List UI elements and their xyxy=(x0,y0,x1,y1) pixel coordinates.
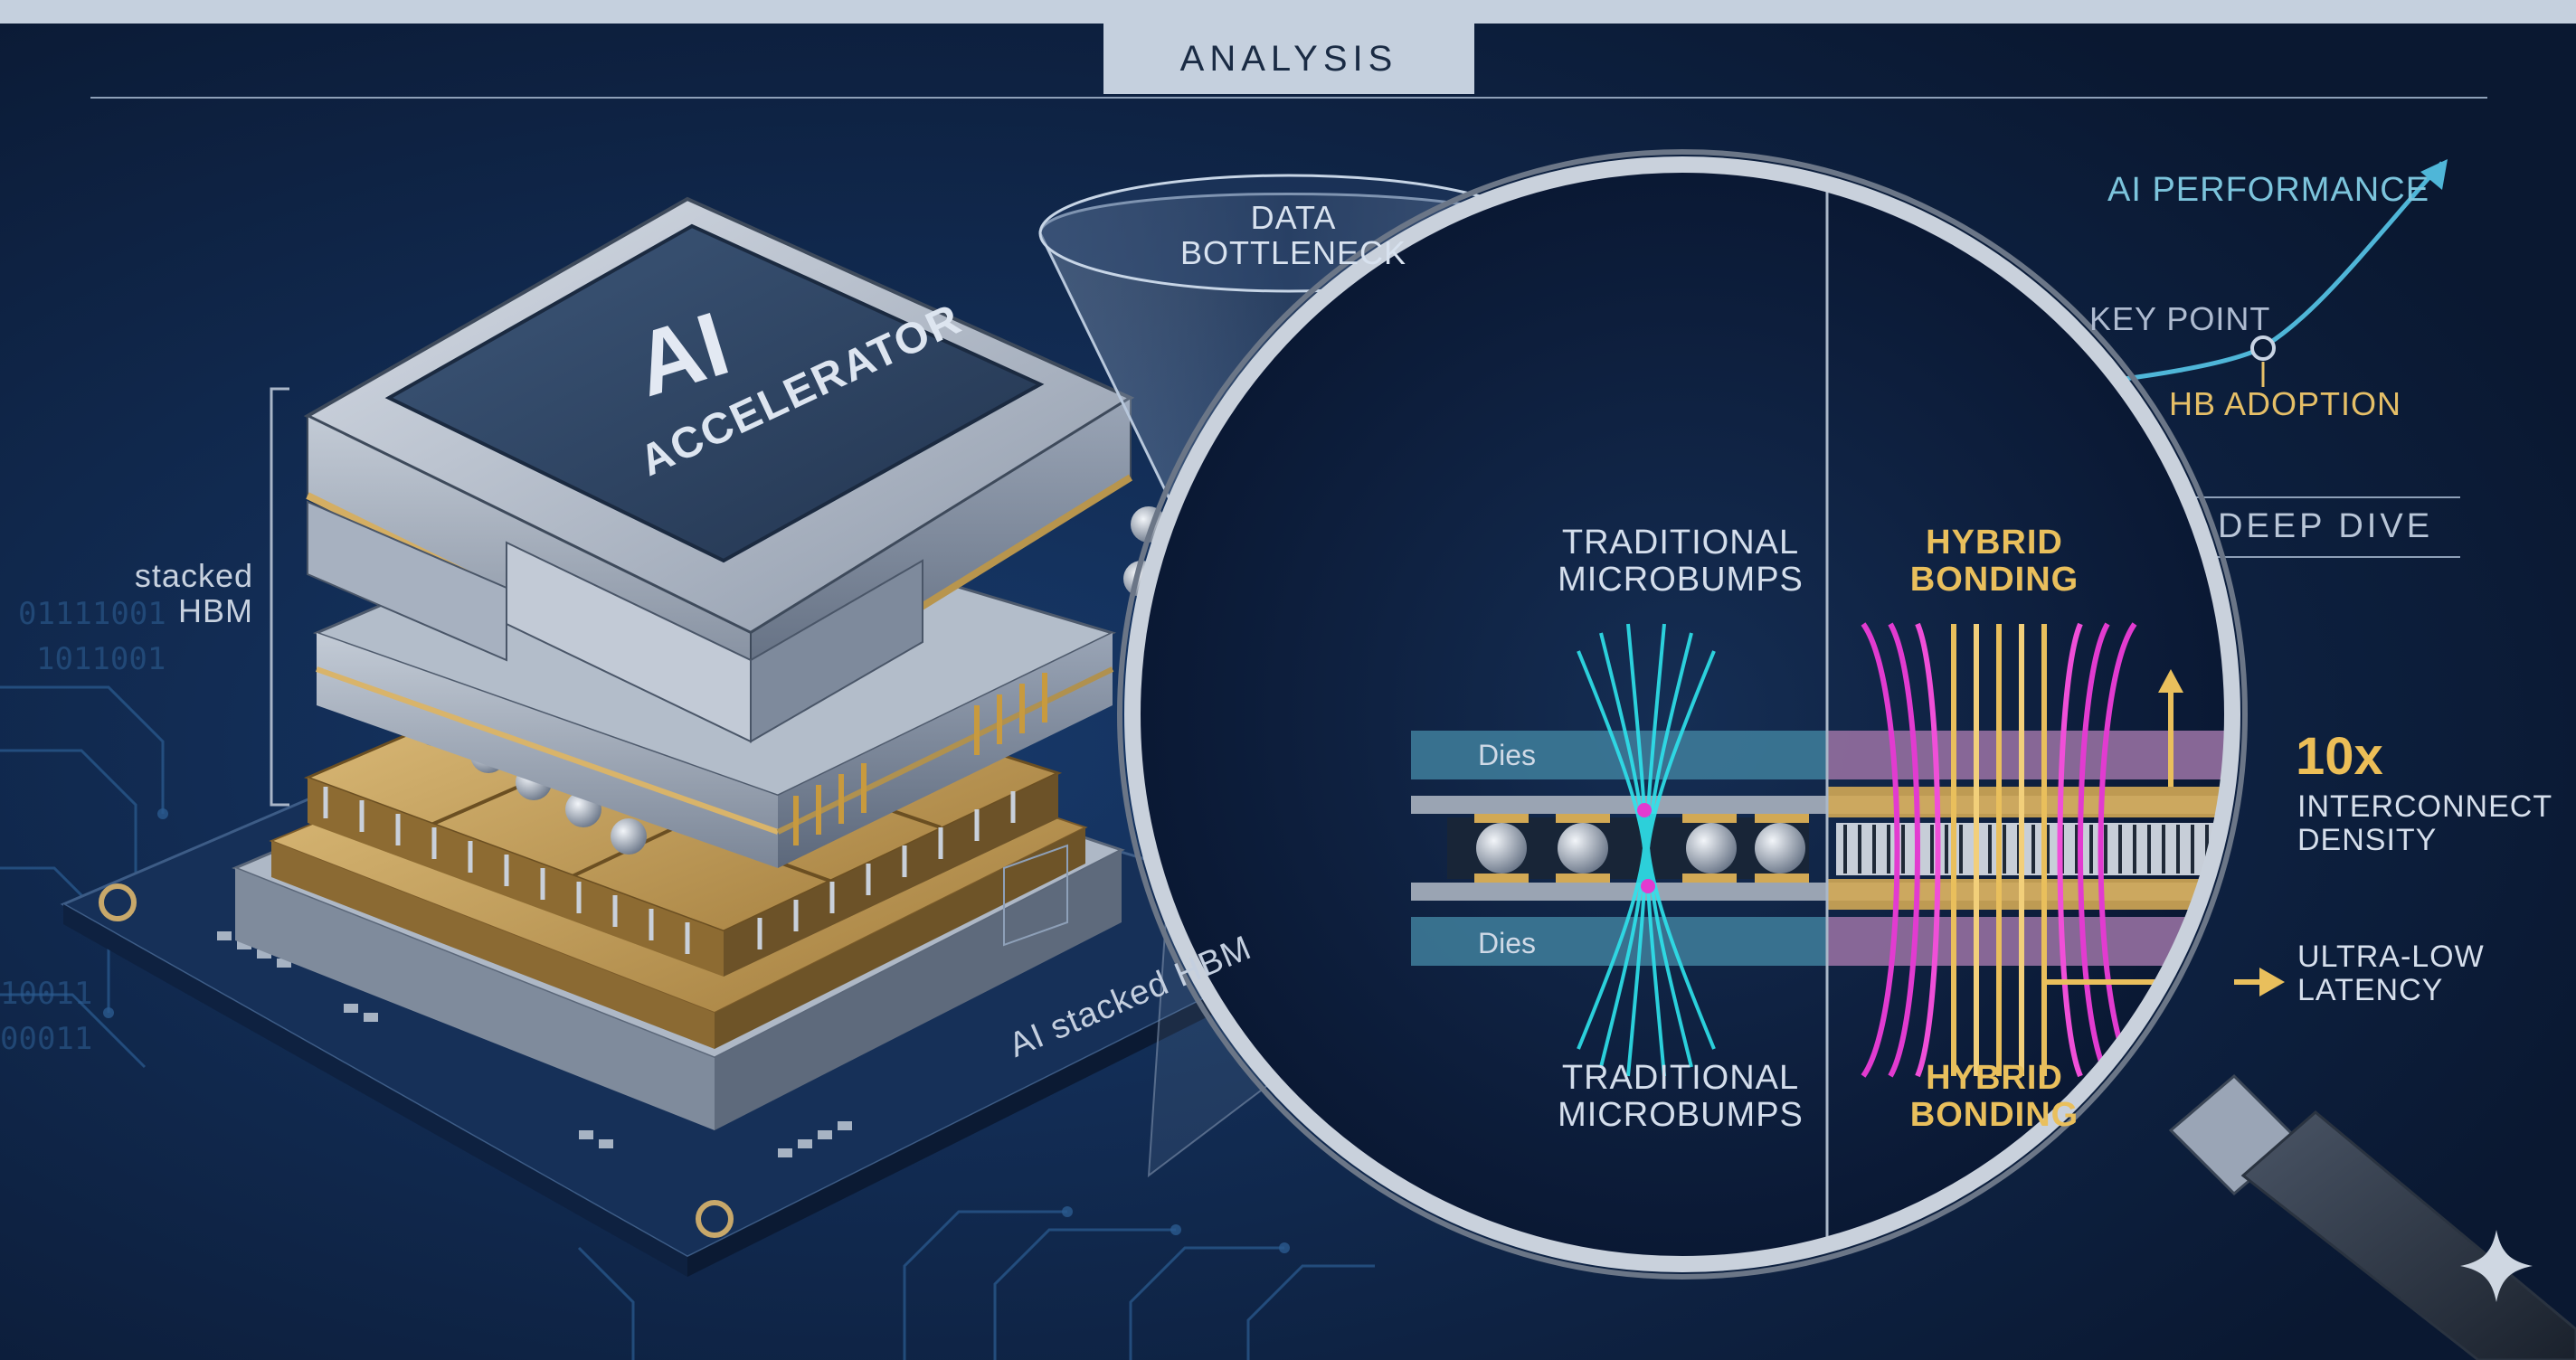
density-label: INTERCONNECT DENSITY xyxy=(2297,790,2552,856)
key-point-marker xyxy=(2250,335,2276,361)
traditional-label-top-line2: MICROBUMPS xyxy=(1558,561,1804,600)
traditional-label-bottom-line2: MICROBUMPS xyxy=(1558,1096,1804,1135)
die-label-bottom: Dies xyxy=(1478,927,1537,959)
trend-title: AI PERFORMANCE xyxy=(2107,171,2430,209)
density-label-line2: DENSITY xyxy=(2297,822,2438,857)
density-label-line1: INTERCONNECT xyxy=(2297,789,2553,824)
latency-label: ULTRA-LOW LATENCY xyxy=(2297,940,2485,1006)
ai-accelerator-chip xyxy=(303,196,1135,743)
stack-bracket xyxy=(270,387,289,807)
hybrid-label-top: HYBRID BONDING xyxy=(1886,524,2103,599)
traditional-label-top-line1: TRADITIONAL xyxy=(1561,524,1800,562)
latency-label-line2: LATENCY xyxy=(2297,972,2444,1007)
hybrid-label-top-line1: HYBRID xyxy=(1926,524,2063,562)
bottleneck-label-line1: DATA xyxy=(1250,199,1337,236)
svg-text:00011: 00011 xyxy=(0,1021,92,1057)
page-title: ANALYSIS xyxy=(1179,39,1398,79)
key-point-label: KEY POINT xyxy=(2089,300,2271,337)
magnifier-lens xyxy=(1117,149,2248,1280)
stacked-hbm-label-line1: stacked xyxy=(134,557,253,594)
magnifier-handle xyxy=(2168,1073,2576,1360)
bottleneck-label: DATA BOTTLENECK xyxy=(1167,199,1420,271)
performance-trend xyxy=(2007,159,2448,393)
hybrid-label-top-line2: BONDING xyxy=(1909,561,2079,600)
latency-label-line1: ULTRA-LOW xyxy=(2297,940,2485,974)
svg-text:01111001: 01111001 xyxy=(18,596,166,632)
hybrid-label-bottom: HYBRID BONDING xyxy=(1886,1059,2103,1135)
density-arrow xyxy=(2158,669,2183,787)
traditional-label-bottom: TRADITIONAL MICROBUMPS xyxy=(1545,1059,1816,1135)
stacked-hbm-label-line2: HBM xyxy=(178,591,253,629)
hybrid-signal-flow xyxy=(1861,622,2137,1078)
sparkle-icon xyxy=(2460,1230,2533,1302)
microbump-cross-section xyxy=(1447,814,1809,883)
svg-text:10011: 10011 xyxy=(0,976,92,1012)
header-tab xyxy=(1103,24,1474,94)
hb-adoption-label: HB ADOPTION xyxy=(2169,385,2402,422)
hybrid-label-bottom-line2: BONDING xyxy=(1909,1096,2079,1135)
stacked-hbm-label: stacked HBM xyxy=(109,557,253,629)
traditional-label-bottom-line1: TRADITIONAL xyxy=(1561,1059,1800,1097)
latency-arrow xyxy=(2234,968,2285,996)
svg-text:1011001: 1011001 xyxy=(36,641,166,677)
die-label-top: Dies xyxy=(1478,739,1537,771)
traditional-signal-flow xyxy=(1577,623,1716,1077)
hybrid-label-bottom-line1: HYBRID xyxy=(1926,1059,2063,1097)
density-multiplier: 10x xyxy=(2296,727,2383,786)
bottleneck-label-line2: BOTTLENECK xyxy=(1179,233,1407,271)
traditional-label-top: TRADITIONAL MICROBUMPS xyxy=(1545,524,1816,599)
deep-dive-label: DEEP DIVE xyxy=(2218,507,2434,545)
